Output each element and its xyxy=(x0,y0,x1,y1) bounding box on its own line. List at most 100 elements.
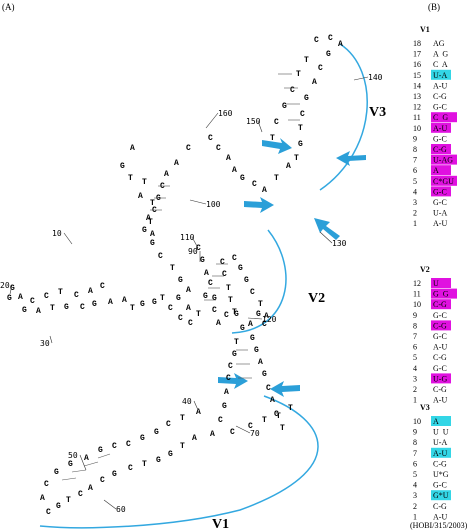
sequence-base: C xyxy=(318,64,323,73)
sequence-base: C xyxy=(44,292,49,301)
sequence-base: A xyxy=(186,286,191,295)
table-row-number: 10 xyxy=(413,417,421,426)
sequence-base: G xyxy=(238,264,243,273)
panel-b-label: (B) xyxy=(428,2,440,12)
table-row-number: 16 xyxy=(413,60,421,69)
position-number: 130 xyxy=(332,239,347,248)
highlight-cell xyxy=(431,320,451,331)
base-pair-line xyxy=(83,461,99,467)
table-row-pair: G-C xyxy=(433,103,447,112)
sequence-base: C xyxy=(290,86,295,95)
sequence-base: A xyxy=(174,159,179,168)
sequence-base: A xyxy=(264,312,269,321)
position-number-leader xyxy=(103,499,117,510)
table-row-number: 3 xyxy=(413,374,417,383)
table-row-number: 6 xyxy=(413,459,417,468)
table-row-number: 8 xyxy=(413,438,417,447)
highlight-cell xyxy=(431,278,451,288)
position-number-leader xyxy=(189,199,207,205)
highlight-cell xyxy=(431,112,457,123)
sequence-base: G xyxy=(304,94,309,103)
table-row-pair: C G xyxy=(433,113,448,122)
sequence-base: G xyxy=(112,470,117,479)
sequence-base: A xyxy=(40,494,45,503)
table-row-pair: U U xyxy=(433,428,449,437)
v1-region-arc xyxy=(39,395,319,529)
position-number: 70 xyxy=(250,429,260,438)
table-row-number: 9 xyxy=(413,134,417,143)
table-row-pair: A-U xyxy=(433,449,447,458)
position-number-leader xyxy=(353,76,369,81)
table-row-pair: A-U xyxy=(433,81,447,90)
position-number-leader xyxy=(319,231,333,244)
sequence-base: C xyxy=(222,270,227,279)
arrow-v1-right xyxy=(270,381,300,397)
sequence-base: A xyxy=(36,307,41,316)
position-number: 50 xyxy=(68,451,78,460)
sequence-base: A xyxy=(88,287,93,296)
highlight-cell xyxy=(431,373,451,384)
table-row-number: 6 xyxy=(413,166,417,175)
sequence-base: G xyxy=(240,174,245,183)
sequence-base: G xyxy=(282,102,287,111)
sequence-base: C xyxy=(126,440,131,449)
sequence-base: C xyxy=(112,442,117,451)
sequence-base: T xyxy=(262,416,267,425)
table-row-pair: G-C xyxy=(433,134,447,143)
sequence-base: A xyxy=(210,430,215,439)
sequence-base: G xyxy=(120,162,125,171)
table-row-number: 4 xyxy=(413,481,417,490)
base-pair-line xyxy=(61,477,77,481)
table-row-pair: G-C xyxy=(433,332,447,341)
table-row-number: 9 xyxy=(413,311,417,320)
sequence-base: G xyxy=(7,294,12,303)
table-row-number: 7 xyxy=(413,156,417,165)
table-row-pair: A-U xyxy=(433,219,447,228)
table-row-pair: C-G xyxy=(433,385,447,394)
table-row-number: 2 xyxy=(413,385,417,394)
sequence-base: C xyxy=(80,303,85,312)
table-row-number: 7 xyxy=(413,332,417,341)
highlight-cell xyxy=(431,299,451,310)
highlight-cell xyxy=(431,122,451,133)
sequence-base: G xyxy=(326,50,331,59)
sequence-base: C xyxy=(128,464,133,473)
position-number: 120 xyxy=(262,315,277,324)
table-row-number: 2 xyxy=(413,209,417,218)
table-row-pair: U-G xyxy=(433,374,447,383)
sequence-base: G xyxy=(212,294,217,303)
table-row-pair: A-U xyxy=(433,512,447,521)
table-row-pair: G-C xyxy=(433,311,447,320)
table-row-number: 4 xyxy=(413,187,417,196)
sequence-base: C xyxy=(100,476,105,485)
sequence-base: T xyxy=(180,442,185,451)
sequence-base: A xyxy=(196,408,201,417)
sequence-base: C xyxy=(158,252,163,261)
sequence-base: T xyxy=(228,296,233,305)
sequence-base: C xyxy=(166,420,171,429)
table-row-number: 5 xyxy=(413,177,417,186)
highlight-cell xyxy=(431,144,451,154)
sequence-base: A xyxy=(232,166,237,175)
table-row-number: 17 xyxy=(413,50,421,59)
table-row-number: 10 xyxy=(413,300,421,309)
table-row-pair: C A xyxy=(433,60,448,69)
sequence-base: T xyxy=(288,404,293,413)
sequence-base: G xyxy=(156,194,161,203)
position-number: 160 xyxy=(218,109,233,118)
sequence-base: C xyxy=(248,422,253,431)
sequence-base: G xyxy=(140,300,145,309)
sequence-base: C xyxy=(262,320,267,329)
position-number: 60 xyxy=(116,505,126,514)
position-number-leader xyxy=(9,284,13,295)
sequence-base: G xyxy=(250,334,255,343)
table-row-number: 12 xyxy=(413,279,421,288)
table-row-pair: A-U xyxy=(433,396,447,405)
sequence-base: C xyxy=(152,206,157,215)
position-number: 30 xyxy=(40,339,50,348)
table-row-number: 11 xyxy=(413,113,421,122)
sequence-base: A xyxy=(204,269,209,278)
sequence-base: G xyxy=(150,239,155,248)
sequence-base: C xyxy=(208,279,213,288)
